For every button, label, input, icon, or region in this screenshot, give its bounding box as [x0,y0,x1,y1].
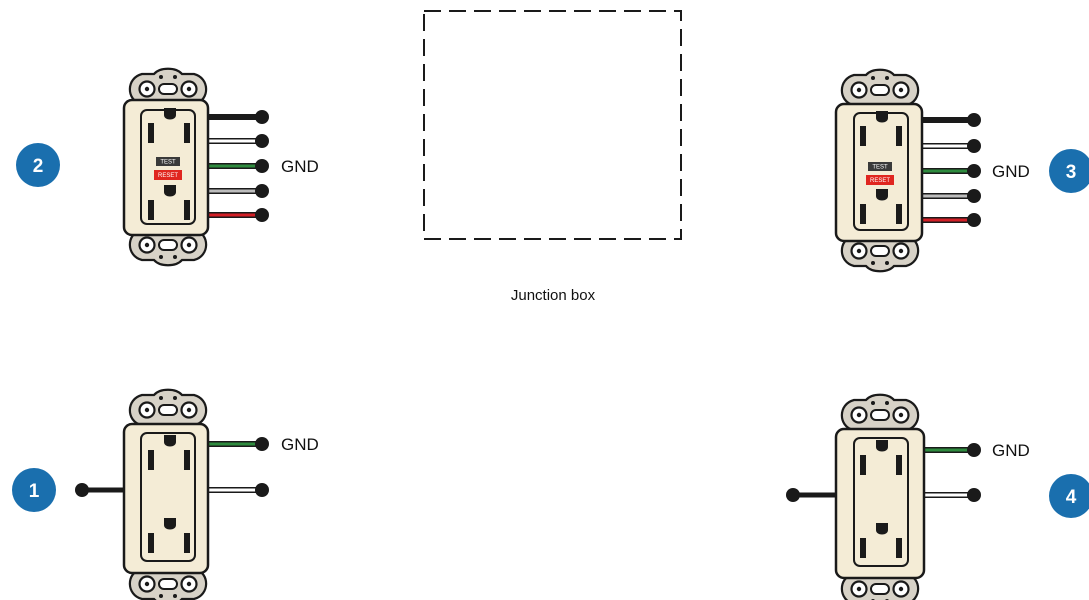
reset-button [866,175,894,185]
wire-terminal-dot [786,488,800,502]
gnd-label: GND [992,441,1030,460]
reset-button-label: RESET [158,173,178,179]
wire-terminal-dot [967,443,981,457]
outlet-1-badge: 1 [12,468,56,512]
wire-terminal-dot [255,208,269,222]
test-button [868,162,892,171]
gnd-label: GND [281,435,319,454]
wire-terminal-dot [255,184,269,198]
gnd-label: GND [281,157,319,176]
badge-number: 3 [1066,162,1077,183]
wire-terminal-dot [967,488,981,502]
wire-terminal-dot [255,159,269,173]
outlet-3: TEST RESET GND [834,68,1030,273]
badge-number: 1 [29,481,40,502]
badge-number: 2 [33,156,44,177]
outlet-4-wires [786,443,981,502]
wire-terminal-dot [967,213,981,227]
wire-terminal-dot [255,437,269,451]
outlet-1: GND [75,388,319,600]
wire-terminal-dot [967,189,981,203]
wire-terminal-dot [967,139,981,153]
test-button-label: TEST [160,160,176,166]
outlet-2: TEST RESET GND [122,67,319,267]
reset-button-label: RESET [870,178,890,184]
wire-terminal-dot [75,483,89,497]
outlet-3-badge: 3 [1049,149,1089,193]
test-button-label: TEST [872,165,888,171]
wire-terminal-dot [967,164,981,178]
reset-button [154,170,182,180]
wire-terminal-dot [255,483,269,497]
outlet-3-wires [922,113,981,227]
wire-terminal-dot [255,110,269,124]
outlet-2-wires [206,110,269,222]
outlet-1-wires [75,437,269,497]
junction-box: Junction box [423,10,682,304]
outlet-4-badge: 4 [1049,474,1089,518]
wire-terminal-dot [255,134,269,148]
badge-number: 4 [1066,487,1077,508]
outlet-2-badge: 2 [16,143,60,187]
test-button [156,157,180,166]
outlet-4: GND [786,393,1030,600]
junction-box-label: Junction box [511,287,596,304]
gnd-label: GND [992,162,1030,181]
wire-terminal-dot [967,113,981,127]
